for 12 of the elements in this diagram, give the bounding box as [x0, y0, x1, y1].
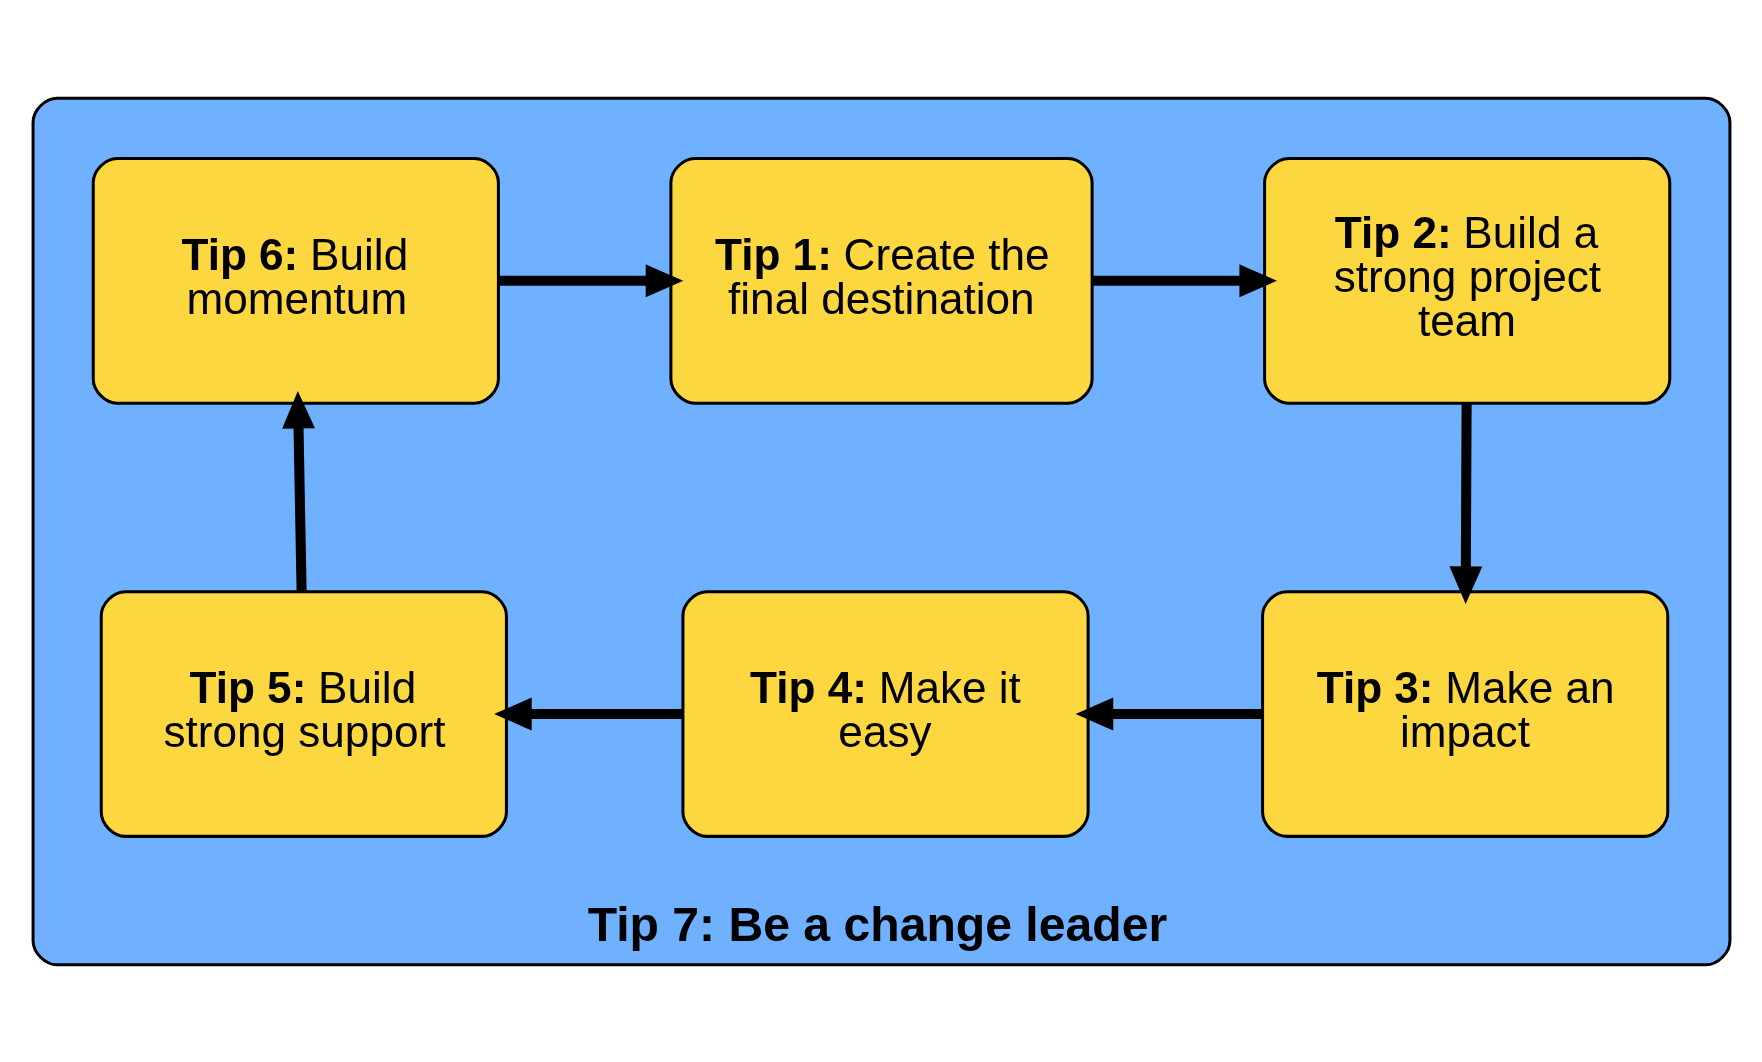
arrow: [1075, 697, 1262, 730]
node-box: Tip 5: Build strong support: [99, 589, 508, 838]
arrow: [1448, 402, 1482, 604]
arrow: [1092, 263, 1277, 297]
arrow: [498, 263, 683, 297]
arrow: [281, 390, 315, 592]
node-box: Tip 1: Create the final destination: [668, 156, 1094, 405]
node-box: Tip 4: Make it easy: [680, 589, 1090, 838]
arrow: [493, 697, 683, 730]
node-box: Tip 6: Build momentum: [91, 156, 500, 405]
node-box: Tip 3: Make an impact: [1260, 589, 1669, 838]
node-box: Tip 2: Build a strong project team: [1262, 156, 1671, 405]
